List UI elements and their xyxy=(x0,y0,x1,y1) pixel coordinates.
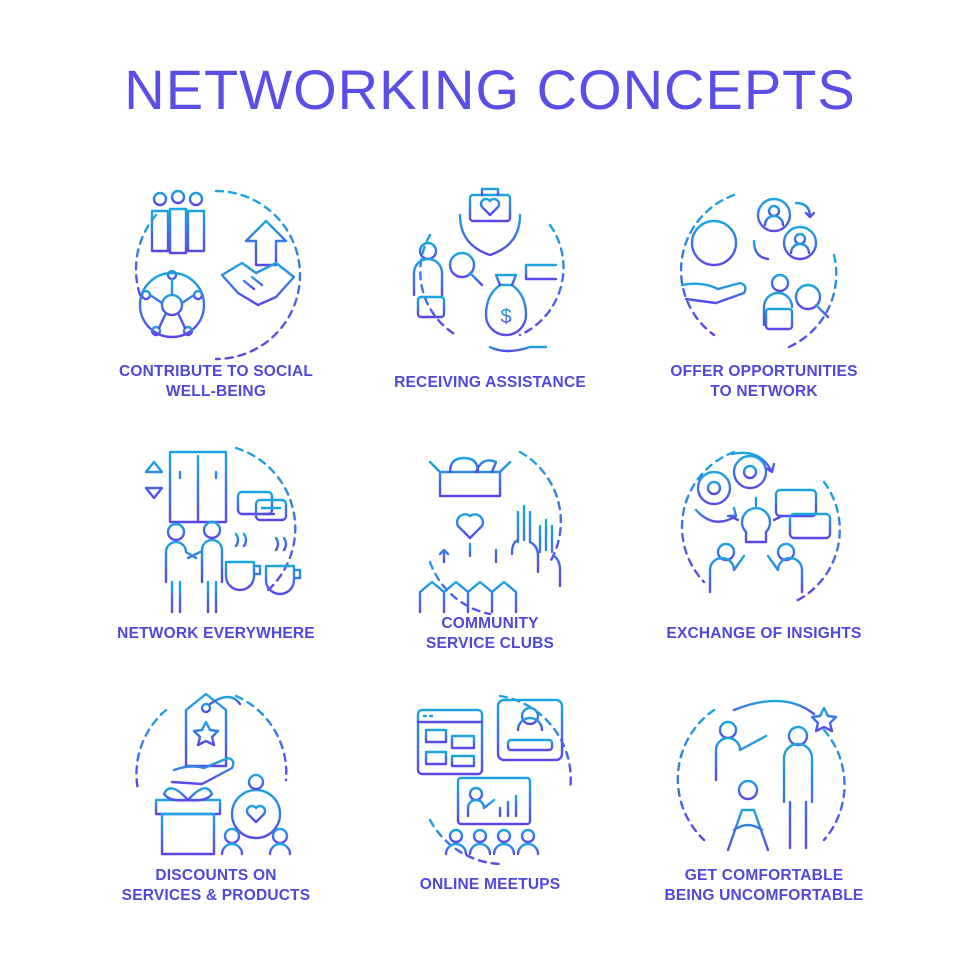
concept-label: OFFER OPPORTUNITIES TO NETWORK xyxy=(670,363,858,400)
assistance-icon: $ xyxy=(412,187,565,353)
concept-card: COMMUNITY SERVICE CLUBS xyxy=(340,442,640,702)
page-title: NETWORKING CONCEPTS xyxy=(124,58,856,121)
online-meetup-icon xyxy=(416,694,572,866)
gift-discount-icon xyxy=(135,692,292,856)
concept-label: CONTRIBUTE TO SOCIAL WELL-BEING xyxy=(118,363,314,400)
concept-card: OFFER OPPORTUNITIES TO NETWORK xyxy=(614,185,914,445)
opportunities-icon xyxy=(679,193,838,351)
concept-card: CONTRIBUTE TO SOCIAL WELL-BEING xyxy=(66,185,366,445)
concept-card: ONLINE MEETUPS xyxy=(340,690,640,950)
concept-label: ONLINE MEETUPS xyxy=(419,876,561,893)
concept-card: NETWORK EVERYWHERE xyxy=(66,442,366,702)
concept-label: NETWORK EVERYWHERE xyxy=(117,625,315,642)
donation-box-icon xyxy=(414,450,563,616)
concept-card: $ RECEIVING ASSISTANCE xyxy=(340,185,640,445)
insights-icon xyxy=(680,450,841,604)
svg-text:$: $ xyxy=(500,306,511,328)
comfort-zone-icon xyxy=(676,699,846,854)
concept-label: RECEIVING ASSISTANCE xyxy=(394,374,586,391)
concept-card: DISCOUNTS ON SERVICES & PRODUCTS xyxy=(66,690,366,950)
concept-label: COMMUNITY SERVICE CLUBS xyxy=(425,615,555,652)
concept-label: EXCHANGE OF INSIGHTS xyxy=(666,625,862,642)
concept-label: DISCOUNTS ON SERVICES & PRODUCTS xyxy=(121,867,311,904)
concept-card: EXCHANGE OF INSIGHTS xyxy=(614,442,914,702)
social-network-icon xyxy=(134,189,302,361)
concept-label: GET COMFORTABLE BEING UNCOMFORTABLE xyxy=(664,867,864,904)
concept-card: GET COMFORTABLE BEING UNCOMFORTABLE xyxy=(614,690,914,950)
elevator-chat-icon xyxy=(144,446,302,614)
